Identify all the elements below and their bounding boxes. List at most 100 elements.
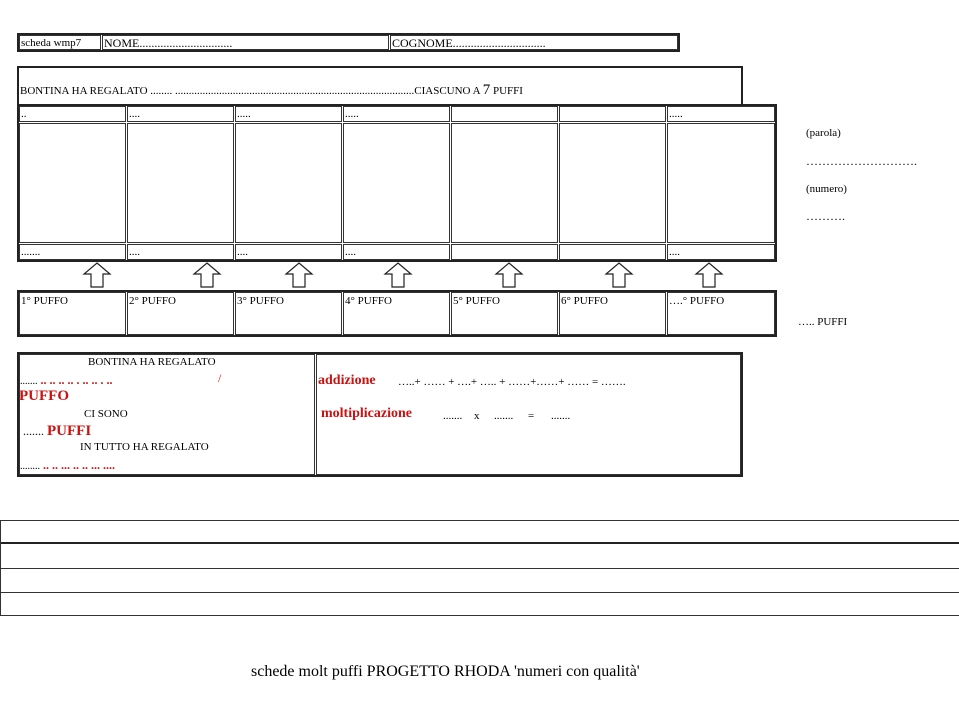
up-arrow-shape	[284, 262, 314, 288]
addizione-expr[interactable]: …..+ …… + ….+ ….. + ……+……+ …… = …….	[398, 376, 626, 388]
grid-bottom-cell[interactable]: ....	[235, 244, 342, 260]
summary-line2-dots: .......	[20, 376, 38, 387]
summary-line3: CI SONO	[84, 408, 128, 420]
grid-top-cell[interactable]: .....	[343, 106, 450, 122]
numero-label: (numero)	[806, 183, 847, 195]
grid-bottom-cell[interactable]: .......	[19, 244, 126, 260]
summary-puffo: PUFFO	[19, 388, 69, 404]
up-arrow-icon	[82, 262, 112, 288]
summary-line6-dots: ........	[20, 461, 40, 472]
grid-bottom-dots: ....	[129, 246, 140, 258]
grid-bottom-dots: ....	[345, 246, 356, 258]
molt-expr-a[interactable]: .......	[443, 410, 463, 422]
footer-caption: schede molt puffi PROGETTO RHODA 'numeri…	[251, 663, 640, 680]
puffo-label: 3° PUFFO	[237, 295, 284, 307]
addizione-label: addizione	[318, 373, 376, 388]
title-text: BONTINA HA REGALATO ........ ...........…	[20, 83, 523, 98]
grid-top-dots: .....	[345, 108, 359, 120]
puffo-cell: 1° PUFFO	[19, 292, 126, 335]
lined-row-1[interactable]	[1, 521, 959, 544]
up-arrow-shape	[82, 262, 112, 288]
up-arrow-shape	[694, 262, 724, 288]
grid-bottom-dots: ....	[669, 246, 680, 258]
summary-box	[17, 352, 743, 477]
grid-top-dots: .....	[237, 108, 251, 120]
puffo-label: 4° PUFFO	[345, 295, 392, 307]
grid-bottom-cell[interactable]: ....	[343, 244, 450, 260]
summary-line5: IN TUTTO HA REGALATO	[80, 441, 209, 453]
puffo-row	[17, 290, 777, 337]
scheda-label: scheda wmp7	[21, 37, 82, 49]
grid-bottom-cell[interactable]	[559, 244, 666, 260]
grid-bottom-cell[interactable]	[451, 244, 558, 260]
molt-expr-c[interactable]: .......	[551, 410, 571, 422]
numero-line[interactable]: ……….	[806, 209, 845, 223]
drawing-grid	[17, 104, 777, 262]
drawing-cell[interactable]	[667, 123, 775, 243]
molt-x: x	[474, 410, 480, 422]
scheda-cell: scheda wmp7	[19, 35, 101, 50]
up-arrow-icon	[284, 262, 314, 288]
nome-label: NOME...............................	[104, 36, 233, 50]
title-box: BONTINA HA REGALATO ........ ...........…	[17, 66, 743, 106]
puffo-label: ….° PUFFO	[669, 295, 725, 307]
parola-label: (parola)	[806, 127, 841, 139]
title-number: 7	[482, 82, 491, 98]
drawing-cell[interactable]	[451, 123, 558, 243]
lined-row-4[interactable]	[1, 593, 959, 616]
title-prefix: BONTINA HA REGALATO ........ ...........…	[20, 85, 480, 97]
grid-top-cell[interactable]: ....	[127, 106, 234, 122]
lined-row-3[interactable]	[1, 569, 959, 593]
drawing-cell[interactable]	[127, 123, 234, 243]
lined-row-2[interactable]	[1, 545, 959, 569]
lined-table	[0, 520, 959, 616]
puffo-cell: 2° PUFFO	[127, 292, 234, 335]
grid-top-cell[interactable]: .....	[667, 106, 775, 122]
summary-slash: /	[218, 371, 222, 385]
drawing-cell[interactable]	[559, 123, 666, 243]
parola-line[interactable]: ……………………….	[806, 154, 917, 168]
up-arrow-icon	[383, 262, 413, 288]
title-suffix: PUFFI	[492, 85, 523, 97]
cognome-label: COGNOME...............................	[392, 36, 546, 50]
summary-line6-red: .. .. ... .. .. ... ....	[43, 458, 115, 472]
cognome-field[interactable]: COGNOME...............................	[390, 35, 678, 50]
summary-left	[19, 354, 315, 475]
grid-top-cell[interactable]	[451, 106, 558, 122]
puffo-cell: ….° PUFFO	[667, 292, 775, 335]
grid-top-cell[interactable]: ..	[19, 106, 126, 122]
header-bar	[17, 33, 680, 52]
puffi-total: ….. PUFFI	[798, 316, 848, 328]
grid-bottom-dots: ....	[237, 246, 248, 258]
up-arrow-icon	[604, 262, 634, 288]
grid-top-cell[interactable]	[559, 106, 666, 122]
up-arrow-shape	[192, 262, 222, 288]
drawing-cell[interactable]	[235, 123, 342, 243]
grid-bottom-cell[interactable]: ....	[127, 244, 234, 260]
summary-puffi: PUFFI	[47, 423, 92, 439]
summary-line1: BONTINA HA REGALATO	[88, 356, 216, 368]
grid-top-cell[interactable]: .....	[235, 106, 342, 122]
puffo-label: 1° PUFFO	[21, 295, 68, 307]
grid-top-dots: ....	[129, 108, 140, 120]
drawing-cell[interactable]	[19, 123, 126, 243]
nome-field[interactable]: NOME...............................	[102, 35, 389, 50]
moltiplicazione-label: moltiplicazione	[321, 406, 412, 421]
drawing-cell[interactable]	[343, 123, 450, 243]
grid-bottom-cell[interactable]: ....	[667, 244, 775, 260]
up-arrow-shape	[604, 262, 634, 288]
summary-line6: ........ .. .. ... .. .. ... ....	[20, 459, 115, 472]
grid-top-dots: ..	[21, 108, 27, 120]
puffo-cell: 6° PUFFO	[559, 292, 666, 335]
molt-eq: =	[528, 410, 535, 422]
summary-line4-dots: .......	[23, 424, 44, 438]
puffo-cell: 4° PUFFO	[343, 292, 450, 335]
summary-line4: ....... PUFFI	[23, 424, 91, 439]
grid-bottom-dots: .......	[21, 246, 41, 258]
puffo-cell: 3° PUFFO	[235, 292, 342, 335]
puffo-cell: 5° PUFFO	[451, 292, 558, 335]
up-arrow-icon	[192, 262, 222, 288]
puffo-label: 6° PUFFO	[561, 295, 608, 307]
summary-right	[316, 354, 741, 475]
molt-expr-b[interactable]: .......	[494, 410, 514, 422]
